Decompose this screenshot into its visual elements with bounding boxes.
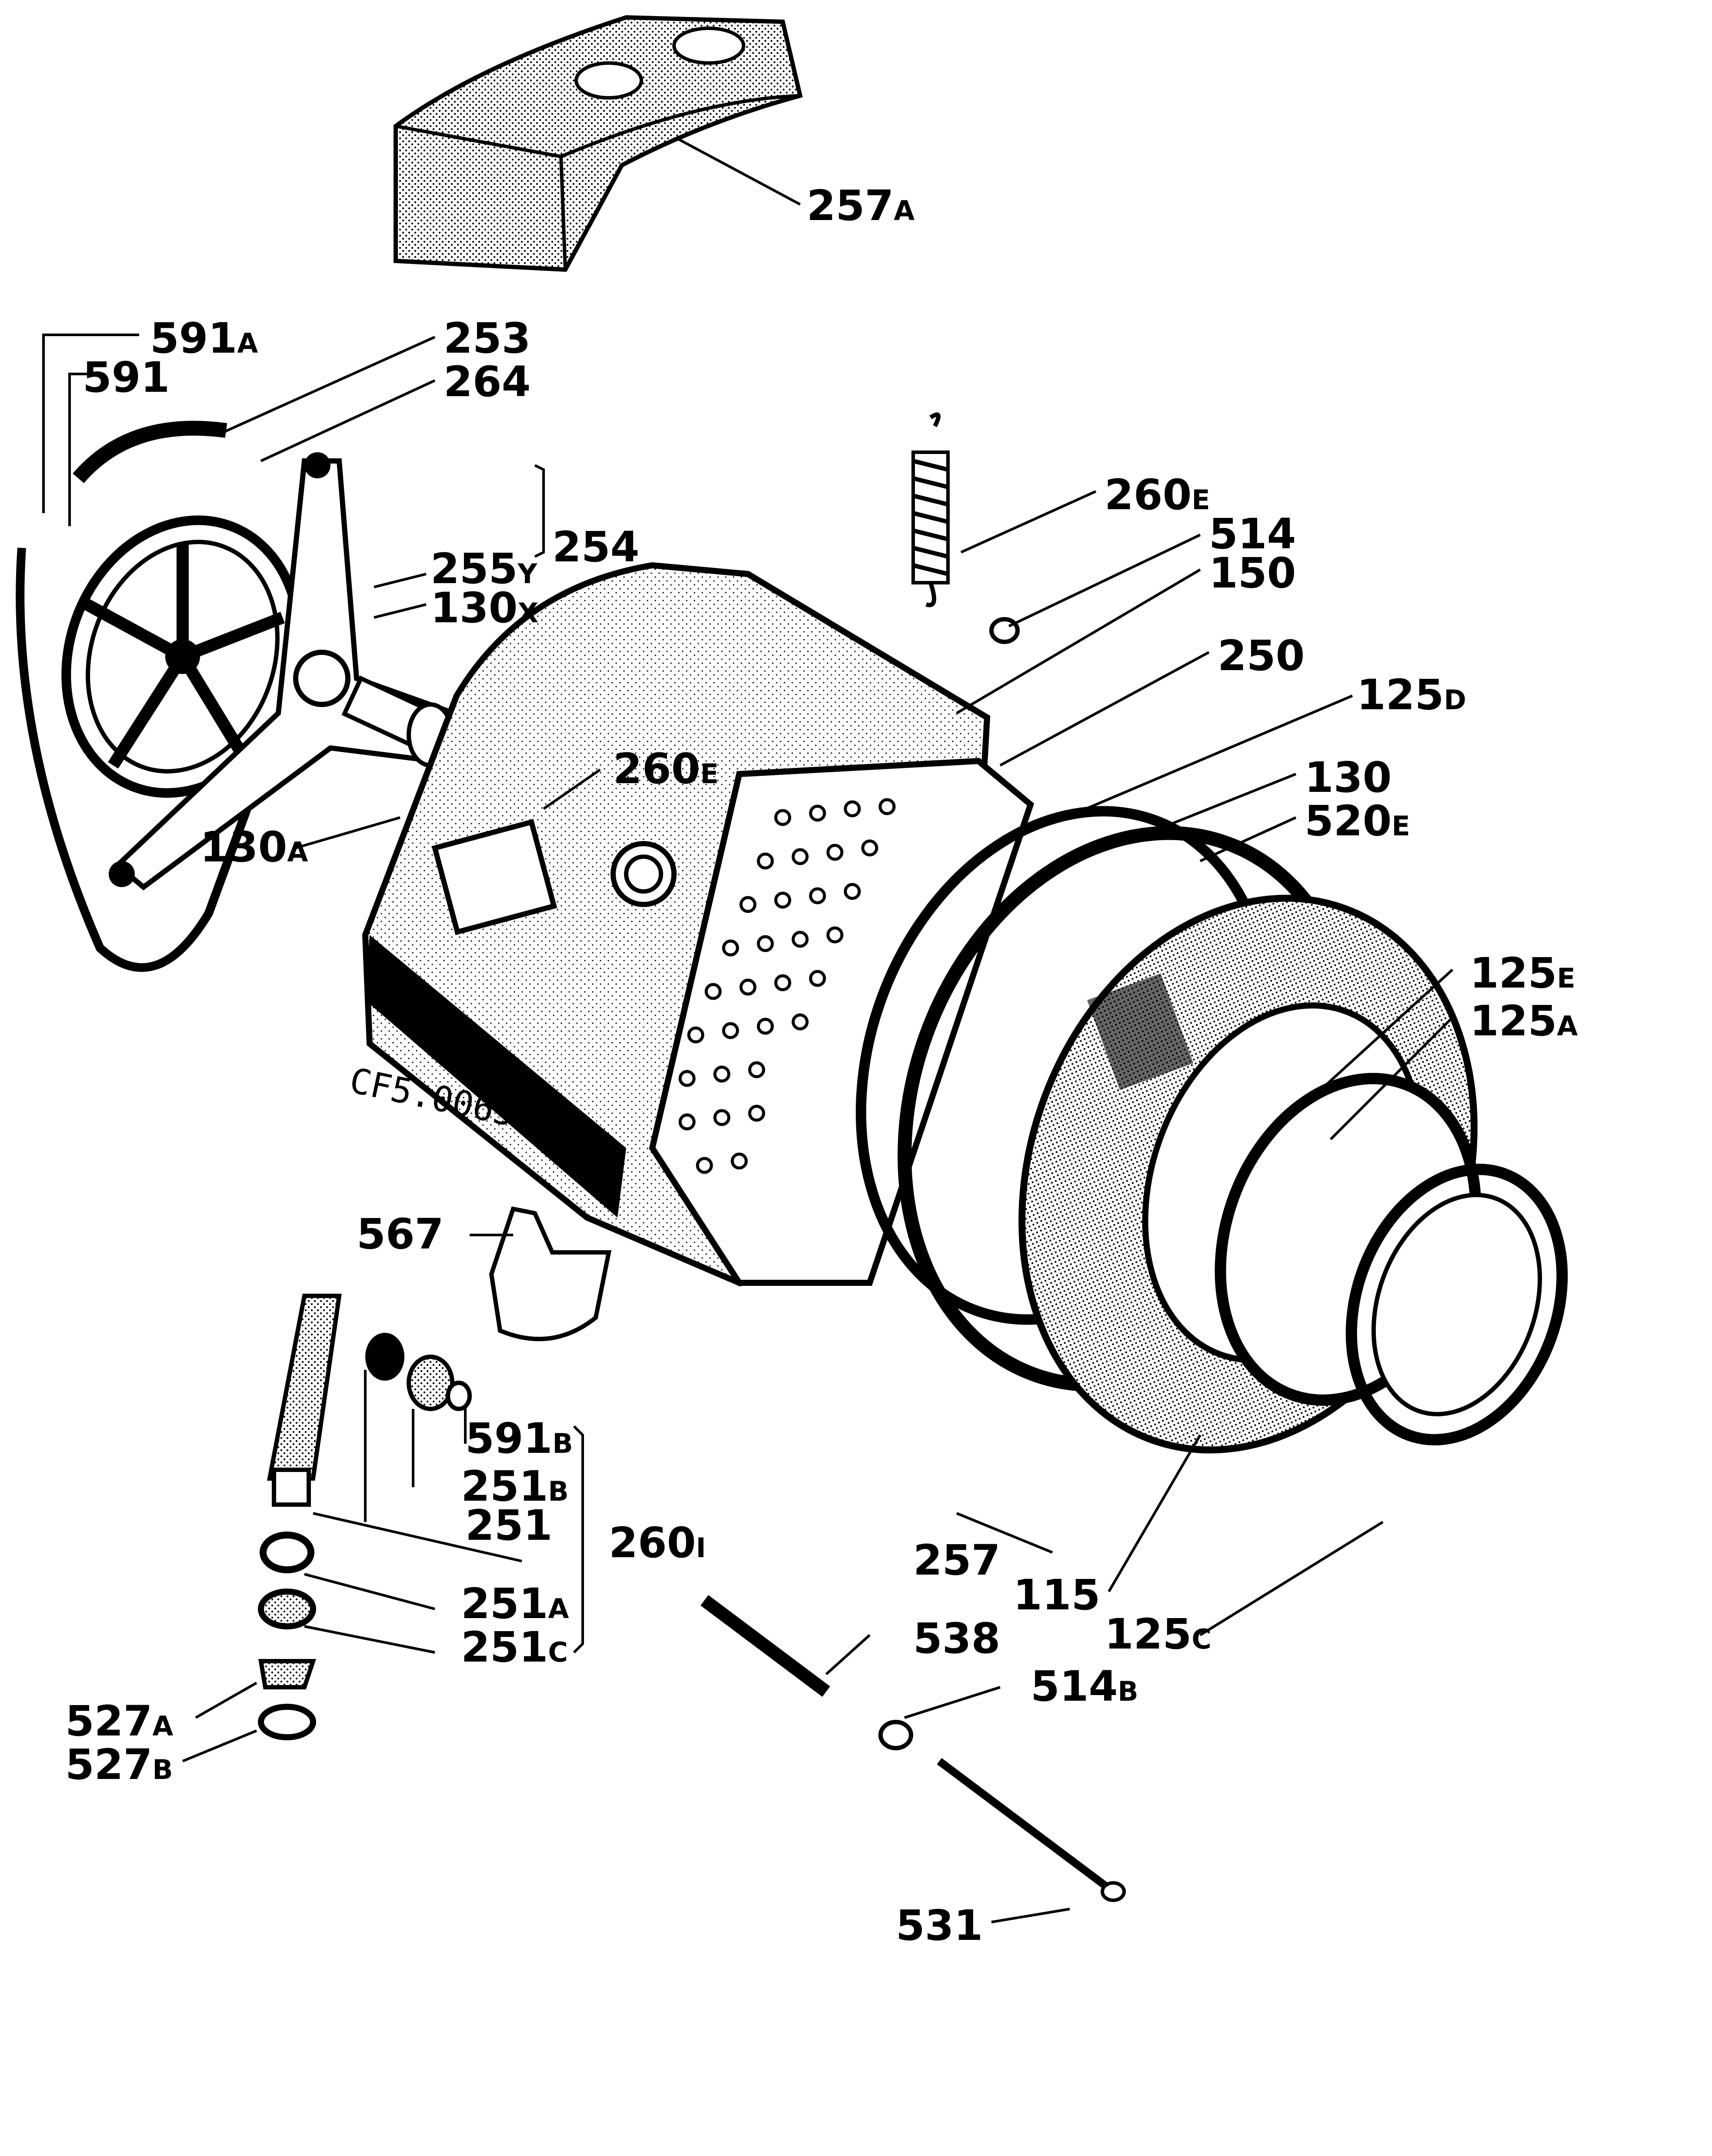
label-150: 150 (1209, 549, 1296, 597)
tub-front-assembly (855, 806, 1568, 1454)
label-115: 115 (1013, 1571, 1101, 1619)
label-125d: 125D (1357, 671, 1466, 719)
label-527b: 527B (65, 1740, 173, 1789)
label-125c: 125C (1105, 1610, 1211, 1659)
label-514: 514 (1209, 510, 1296, 558)
counterweight-top (394, 15, 803, 272)
perforated-drum (649, 758, 1035, 1286)
label-130x: 130X (431, 584, 539, 632)
label-260e-mid: 260E (613, 744, 719, 793)
pulley-wheel (16, 421, 309, 972)
label-251a: 251A (461, 1579, 569, 1628)
label-260i: 260I (609, 1519, 706, 1567)
spring-top (911, 412, 950, 607)
label-257a: 257A (807, 181, 915, 230)
label-253: 253 (444, 314, 531, 363)
label-255y: 255Y (431, 544, 537, 593)
label-527a: 527A (65, 1697, 174, 1745)
shock-absorber-parts (258, 1294, 472, 1740)
label-531: 531 (896, 1901, 983, 1950)
label-260e-top: 260E (1105, 471, 1210, 519)
rods-and-bolts (701, 617, 1126, 1902)
label-591: 591 (83, 353, 170, 402)
label-520e: 520E (1305, 797, 1410, 845)
label-130a: 130A (200, 823, 308, 871)
bracket-567 (489, 1206, 612, 1342)
label-514b: 514B (1031, 1662, 1138, 1711)
leader-lines (42, 138, 1454, 1923)
label-251b: 251B (461, 1462, 569, 1511)
label-125e: 125E (1470, 949, 1575, 998)
label-250: 250 (1218, 631, 1305, 680)
label-254: 254 (552, 523, 640, 571)
label-567: 567 (357, 1210, 444, 1258)
label-591b: 591B (465, 1414, 573, 1463)
label-125a: 125A (1470, 997, 1578, 1045)
label-251: 251 (465, 1501, 553, 1550)
label-257: 257 (913, 1536, 1001, 1585)
label-264: 264 (444, 357, 531, 406)
label-130: 130 (1305, 753, 1392, 802)
label-538: 538 (913, 1614, 1001, 1663)
label-591a: 591A (150, 314, 258, 363)
label-251c: 251C (461, 1623, 568, 1672)
